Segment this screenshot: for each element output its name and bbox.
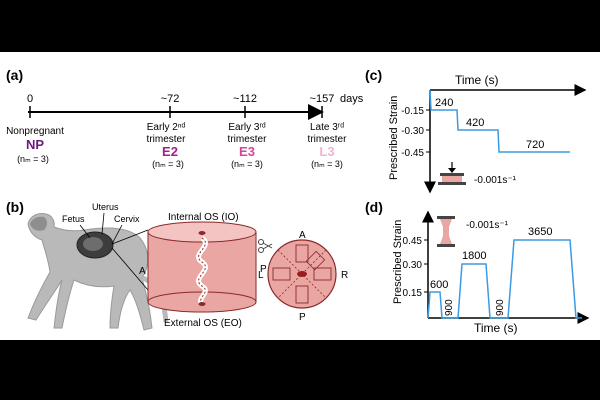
cervix-cylinder	[147, 221, 257, 313]
desc-np-line1: Nonpregnant	[6, 126, 64, 137]
day-e2: ~72	[161, 93, 180, 105]
desc-e3-line2: trimester	[228, 134, 268, 145]
panel-c-tick-label-3: -0.45	[401, 148, 424, 159]
day-e3: ~112	[233, 93, 257, 105]
slice-dir-l: L	[258, 270, 264, 281]
panel-d-label: (d)	[365, 199, 383, 215]
panel-d-hold-label-2: 1800	[462, 250, 486, 262]
panel-d-rest-label-2: 900	[495, 299, 506, 316]
panel-c-y-title: Prescribed Strain	[388, 96, 400, 180]
n-l3: (nₘ = 3)	[311, 159, 343, 169]
label-fetus: Fetus	[62, 214, 85, 224]
timeline-point-e3: ~112 Early 3ʳᵈ trimester E3 (nₘ = 3)	[228, 93, 268, 169]
cervix-cross-section	[267, 239, 337, 309]
macaque-illustration	[27, 213, 169, 331]
leader-cervix	[111, 224, 123, 245]
n-e3: (nₘ = 3)	[231, 159, 263, 169]
panel-d-tick-label-2: 0.30	[403, 260, 423, 271]
n-e2: (nₘ = 3)	[152, 159, 184, 169]
day-l3: ~157	[310, 93, 335, 105]
panel-c-rate-label: -0.001s⁻¹	[474, 175, 517, 186]
slice-dir-a: A	[299, 230, 306, 241]
desc-l3-line2: trimester	[308, 134, 348, 145]
desc-e2-line1: Early 2ⁿᵈ	[147, 122, 186, 133]
panel-c-hold-label-3: 720	[526, 139, 544, 151]
figure-canvas: (a) days 0 Nonpregnant NP (nₘ = 3) ~72 E…	[6, 67, 590, 335]
panel-b-label: (b)	[6, 199, 24, 215]
callout-top	[111, 229, 149, 245]
label-uterus: Uterus	[92, 202, 119, 212]
compression-fixture-icon	[438, 162, 466, 185]
tension-fixture-icon	[437, 216, 455, 247]
panel-a-label: (a)	[6, 67, 23, 83]
panel-d-rate-label: -0.001s⁻¹	[466, 220, 509, 231]
slice-dir-r: R	[341, 270, 348, 281]
days-unit-label: days	[340, 93, 364, 105]
timeline-point-np: 0 Nonpregnant NP (nₘ = 3)	[6, 93, 64, 164]
leader-fetus	[79, 224, 91, 239]
label-internal-os: Internal OS (IO)	[168, 212, 239, 223]
code-np: NP	[26, 137, 44, 152]
panel-d-rest-label-1: 900	[444, 299, 455, 316]
panel-c-label: (c)	[365, 67, 382, 83]
panel-d-hold-label-1: 600	[430, 279, 448, 291]
desc-e2-line2: trimester	[147, 134, 187, 145]
cylinder-dir-p: P	[260, 264, 267, 275]
code-e3: E3	[239, 144, 255, 159]
slice-dir-p: P	[299, 312, 306, 323]
n-np: (nₘ = 3)	[17, 154, 49, 164]
panel-c-hold-label-2: 420	[466, 117, 484, 129]
panel-d-strain-curve	[427, 239, 582, 319]
scissors-icon	[258, 239, 273, 253]
panel-d-tick-label-1: 0.45	[403, 236, 423, 247]
panel-d-x-title: Time (s)	[474, 321, 518, 335]
timeline-point-e2: ~72 Early 2ⁿᵈ trimester E2 (nₘ = 3)	[147, 93, 187, 169]
panel-d-hold-label-3: 3650	[528, 226, 552, 238]
callout-bottom	[111, 247, 149, 291]
leader-uterus	[101, 212, 105, 235]
code-e2: E2	[162, 144, 178, 159]
panel-c-tick-label-1: -0.15	[401, 106, 424, 117]
label-external-os: External OS (EO)	[164, 318, 242, 329]
cylinder-dir-a: A	[139, 266, 146, 277]
panel-c-tick-label-2: -0.30	[401, 126, 424, 137]
panel-c-strain-curve	[429, 89, 570, 153]
day-np: 0	[27, 93, 33, 105]
figure-panel: (a) days 0 Nonpregnant NP (nₘ = 3) ~72 E…	[0, 52, 600, 340]
code-l3: L3	[319, 144, 334, 159]
label-cervix: Cervix	[114, 214, 140, 224]
timeline-point-l3: ~157 Late 3ʳᵈ trimester L3 (nₘ = 3)	[308, 93, 348, 169]
panel-c-hold-label-1: 240	[435, 97, 453, 109]
panel-d-tick-label-3: 0.15	[403, 288, 423, 299]
panel-c-x-title: Time (s)	[455, 73, 499, 87]
desc-e3-line1: Early 3ʳᵈ	[228, 122, 266, 133]
panel-d-y-title: Prescribed Strain	[392, 220, 404, 304]
desc-l3-line1: Late 3ʳᵈ	[310, 122, 344, 133]
